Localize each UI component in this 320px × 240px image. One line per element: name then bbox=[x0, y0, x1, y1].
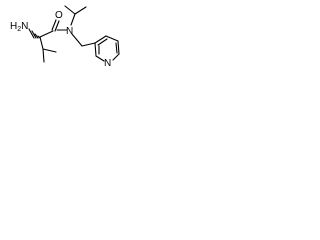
bond-ring-inner-2 bbox=[115, 42, 118, 54]
bond-n-benzylic-ch2 bbox=[71, 33, 83, 47]
bond-ring-2 bbox=[105, 35, 119, 42]
pyridine-nitrogen-label: N bbox=[104, 58, 111, 69]
bond-side-chain-methyl-right bbox=[42, 48, 57, 53]
bond-alpha-c-side-chain bbox=[39, 36, 44, 50]
bond-isopropyl-methyl-left bbox=[64, 5, 76, 15]
bond-ring-6 bbox=[94, 42, 97, 57]
bond-alpha-c-carbonyl-c bbox=[39, 30, 54, 38]
bond-ch2-pyridine bbox=[81, 42, 96, 47]
bond-ring-4 bbox=[112, 53, 120, 61]
bond-side-chain-methyl-down bbox=[42, 48, 45, 63]
bond-isopropyl-methyl-right bbox=[74, 6, 87, 15]
bond-n-isopropyl-ch bbox=[70, 13, 76, 26]
carbonyl-oxygen-label: O bbox=[55, 10, 63, 21]
amide-nitrogen-label: N bbox=[66, 26, 73, 37]
bond-carbonyl-c-o-2 bbox=[54, 20, 60, 32]
amine-label: H2N bbox=[10, 21, 28, 33]
bond-ring-5 bbox=[95, 55, 105, 62]
bond-ring-1 bbox=[94, 35, 107, 44]
bond-ring-inner-1 bbox=[97, 38, 108, 46]
stereo-hash-wedge bbox=[28, 28, 41, 39]
bond-carbonyl-c-o-1 bbox=[51, 19, 57, 31]
bond-ring-3 bbox=[117, 40, 120, 55]
molecule-structure: H2N O N N bbox=[10, 5, 120, 69]
